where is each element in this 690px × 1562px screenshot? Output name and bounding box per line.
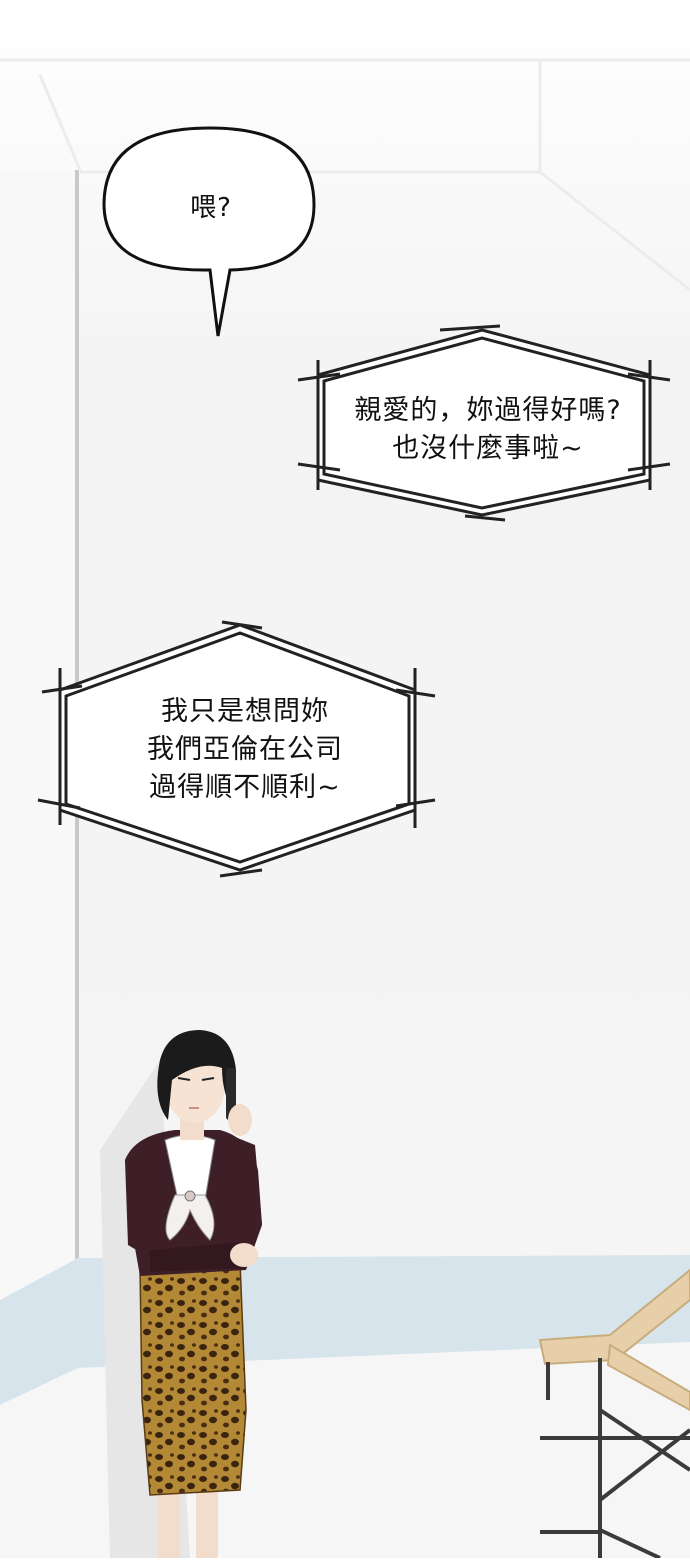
narration-line: 親愛的，妳過得好嗎? — [354, 395, 622, 426]
speech-bubble-shape — [102, 126, 316, 337]
narration-line: 我只是想問妳 — [161, 696, 329, 727]
narration-line: 也沒什麼事啦~ — [392, 433, 584, 464]
narration-box-1: 親愛的，妳過得好嗎? 也沒什麼事啦~ — [318, 350, 658, 510]
speech-bubble-text: 喂? — [190, 192, 232, 223]
pillar-edge — [75, 170, 79, 1558]
narration-line: 我們亞倫在公司 — [147, 734, 343, 765]
floor — [0, 1342, 690, 1558]
narration-box-2: 我只是想問妳 我們亞倫在公司 過得順不順利~ — [70, 650, 420, 850]
narration-box-2-frame — [37, 620, 436, 878]
narration-line: 過得順不順利~ — [149, 772, 341, 803]
woman-figure — [125, 1030, 262, 1558]
stair-railing — [538, 1268, 690, 1560]
narration-box-1-frame — [297, 324, 671, 522]
